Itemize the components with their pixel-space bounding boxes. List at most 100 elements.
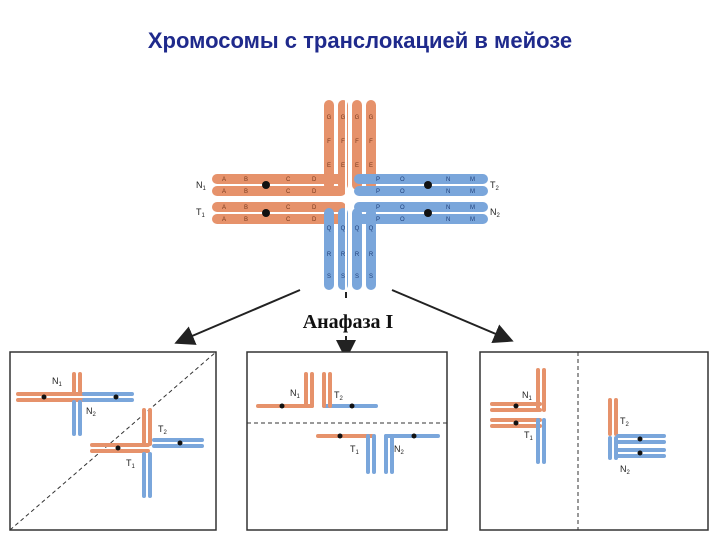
p1-label-t2: T2: [158, 424, 168, 436]
seg-top-1: G: [327, 115, 332, 121]
seg-top-1b: G: [341, 115, 346, 121]
seg-left-d1: D: [312, 177, 317, 183]
seg-left-c3: C: [286, 205, 291, 211]
arm-t1-upper: [212, 202, 346, 212]
seg-right-p4: P: [376, 217, 380, 223]
arm-t2-upper: [354, 174, 488, 184]
arrow-right: [391, 289, 514, 343]
seg-right-n3: N: [446, 205, 450, 211]
seg-left-d3: D: [312, 205, 317, 211]
seg-top-3: E: [327, 163, 331, 169]
centromere-n2: [424, 209, 432, 217]
p3-label-t1: T1: [524, 430, 534, 442]
label-t1: T1: [196, 207, 206, 219]
arm-top-right: [352, 100, 362, 190]
arm-bottom-right-2: [366, 208, 376, 290]
seg-left-a4: A: [222, 217, 226, 223]
seg-bottom-s3: S: [355, 274, 359, 280]
seg-top-3d: E: [369, 163, 373, 169]
seg-right-m3: M: [470, 205, 475, 211]
seg-top-3c: E: [355, 163, 359, 169]
seg-top-2d: F: [369, 139, 373, 145]
panel-adjacent-2: N1 T1 T2 N2: [479, 351, 709, 531]
p3-label-n1: N1: [522, 390, 533, 402]
p1-label-n2: N2: [86, 406, 97, 418]
seg-top-2c: F: [355, 139, 359, 145]
seg-left-b3: B: [244, 205, 248, 211]
p2-label-n2: N2: [394, 444, 405, 456]
seg-right-n2: N: [446, 189, 450, 195]
seg-right-n4: N: [446, 217, 450, 223]
seg-bottom-q2: Q: [341, 226, 346, 232]
p1-label-n1: N1: [52, 376, 63, 388]
seg-bottom-r1: R: [327, 252, 332, 258]
stage-label: Анафаза I: [303, 311, 394, 333]
seg-left-c4: C: [286, 217, 291, 223]
seg-left-b4: B: [244, 217, 248, 223]
seg-right-p1: P: [376, 177, 380, 183]
seg-right-m1: M: [470, 177, 475, 183]
arm-n1-lower: [212, 186, 346, 196]
seg-top-1d: G: [369, 115, 374, 121]
panel-3-frame: [479, 351, 709, 531]
arrow-left: [174, 289, 301, 345]
seg-top-1c: G: [355, 115, 360, 121]
seg-right-o1: O: [400, 177, 405, 183]
arm-n2-upper: [354, 202, 488, 212]
seg-right-p2: P: [376, 189, 380, 195]
panel-adjacent-1: N1 T2 T1 N2: [246, 351, 448, 531]
arm-n1-upper: [212, 174, 346, 184]
seg-left-b2: B: [244, 189, 248, 195]
p3-label-t2: T2: [620, 416, 630, 428]
panel-1-divider: [9, 351, 217, 531]
seg-bottom-q4: Q: [369, 226, 374, 232]
p1-label-t1: T1: [126, 458, 136, 470]
seg-bottom-r3: R: [355, 252, 360, 258]
seg-top-2b: F: [341, 139, 345, 145]
p3-label-n2: N2: [620, 464, 631, 476]
seg-bottom-s2: S: [341, 274, 345, 280]
arm-top-right-2: [366, 100, 376, 190]
arm-n2-lower: [354, 214, 488, 224]
arm-top-left: [324, 100, 334, 190]
seg-left-a3: A: [222, 205, 226, 211]
label-n2: N2: [490, 207, 501, 219]
seg-bottom-s1: S: [327, 274, 331, 280]
seg-right-p3: P: [376, 205, 380, 211]
seg-right-m2: M: [470, 189, 475, 195]
arm-bottom-right: [352, 208, 362, 290]
seg-left-c1: C: [286, 177, 291, 183]
seg-left-c2: C: [286, 189, 291, 195]
arm-bottom-left: [324, 208, 334, 290]
panel-alternate: N1 N2 T2 T1: [9, 351, 217, 531]
seg-bottom-r4: R: [369, 252, 374, 258]
p2-label-n1: N1: [290, 388, 301, 400]
seg-right-n1: N: [446, 177, 450, 183]
page-title: Хромосомы с транслокацией в мейозе: [147, 28, 573, 53]
seg-right-m4: M: [470, 217, 475, 223]
seg-bottom-q1: Q: [327, 226, 332, 232]
seg-right-o3: O: [400, 205, 405, 211]
seg-right-o4: O: [400, 217, 405, 223]
seg-left-d4: D: [312, 217, 317, 223]
centromere-t2: [424, 181, 432, 189]
p2-label-t1: T1: [350, 444, 360, 456]
centromere-t1: [262, 209, 270, 217]
label-n1: N1: [196, 180, 207, 192]
seg-right-o2: O: [400, 189, 405, 195]
panel-2-frame: [246, 351, 448, 531]
seg-left-a2: A: [222, 189, 226, 195]
quadrivalent-cross: G G G G F F F F E E E E A B C D A B C D …: [196, 100, 501, 290]
arm-t2-lower: [354, 186, 488, 196]
label-t2: T2: [490, 180, 500, 192]
p2-label-t2: T2: [334, 390, 344, 402]
arm-t1-lower: [212, 214, 346, 224]
seg-top-3b: E: [341, 163, 345, 169]
seg-top-2: F: [327, 139, 331, 145]
seg-left-b1: B: [244, 177, 248, 183]
seg-bottom-r2: R: [341, 252, 346, 258]
centromere-n1: [262, 181, 270, 189]
seg-bottom-q3: Q: [355, 226, 360, 232]
seg-bottom-s4: S: [369, 274, 373, 280]
